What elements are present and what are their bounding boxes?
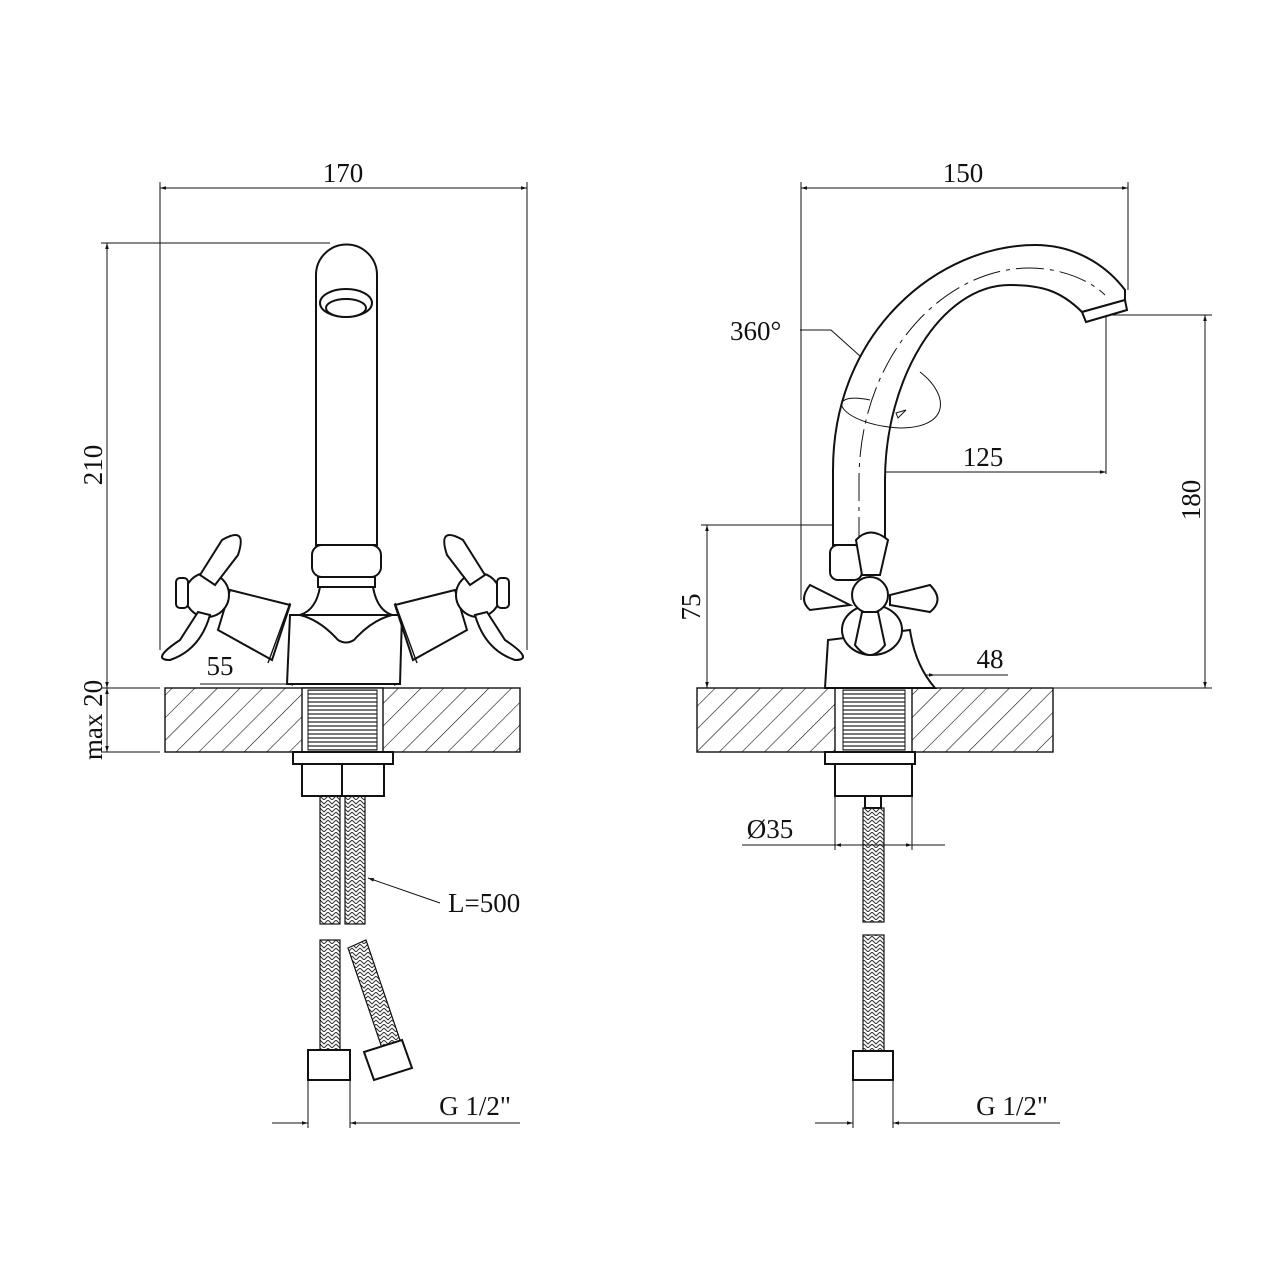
front-spout	[285, 243, 404, 685]
front-base-label: 55	[207, 651, 234, 681]
reach-dimension: 125	[860, 310, 1107, 474]
rotation-callout: 360°	[730, 316, 871, 366]
hose-length-label: L=500	[448, 888, 520, 918]
side-countertop	[696, 687, 1054, 753]
side-thread-label: G 1/2"	[976, 1091, 1048, 1121]
reach-label: 125	[963, 442, 1004, 472]
handle-height-label: 75	[676, 594, 706, 621]
side-handle-body	[803, 531, 939, 689]
front-right-handle	[393, 534, 524, 664]
side-height-label: 180	[1176, 480, 1206, 521]
side-view: 150 180 75 125 360° 48	[676, 158, 1212, 1128]
side-hose	[824, 751, 916, 1081]
side-spout	[832, 243, 1129, 546]
front-thread-dimension: G 1/2"	[272, 1080, 520, 1128]
side-width-dimension: 150	[800, 158, 1129, 600]
front-left-handle	[161, 534, 292, 664]
front-width-label: 170	[323, 158, 364, 188]
hole-diameter-label: Ø35	[747, 814, 794, 844]
front-width-dimension: 170	[159, 158, 528, 650]
front-height-dimension: 210 max 20	[78, 242, 330, 760]
side-height-dimension: 180	[1053, 314, 1212, 689]
rotation-label: 360°	[730, 316, 781, 346]
hose-length-callout: L=500	[367, 877, 520, 918]
front-view: 170 210 max 20 55	[78, 158, 528, 1128]
front-countertop	[164, 687, 521, 753]
side-base-label: 48	[977, 644, 1004, 674]
counter-thickness-label: max 20	[78, 680, 108, 760]
front-thread-label: G 1/2"	[439, 1091, 511, 1121]
hole-diameter-dimension: Ø35	[742, 764, 945, 850]
front-hoses	[292, 751, 414, 1082]
side-thread-dimension: G 1/2"	[815, 1080, 1060, 1128]
side-width-label: 150	[943, 158, 984, 188]
front-height-label: 210	[78, 445, 108, 486]
